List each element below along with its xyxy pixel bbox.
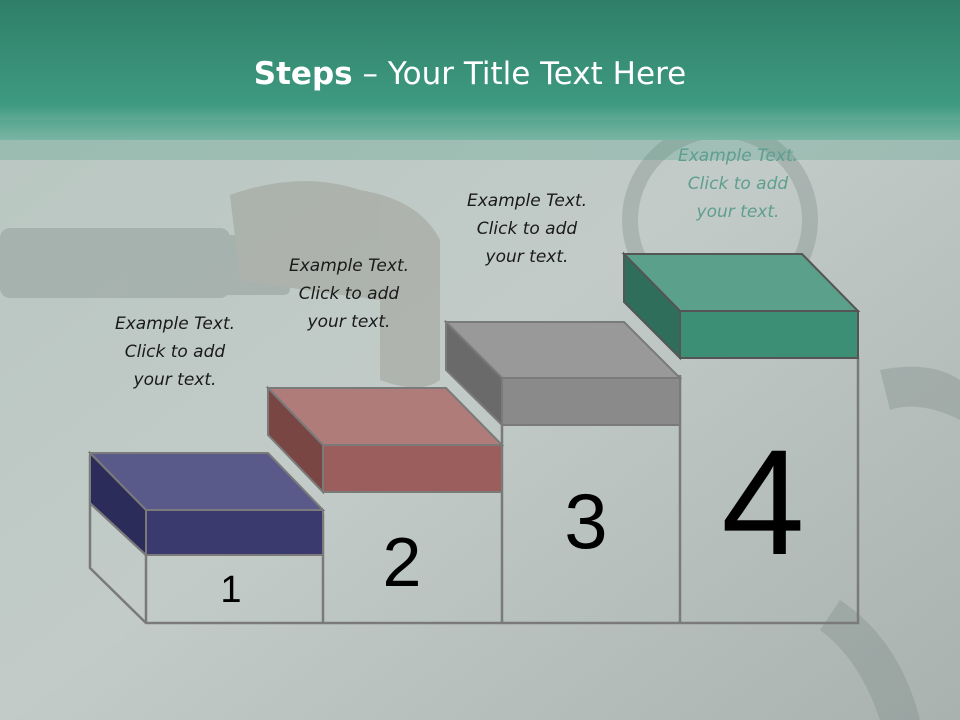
title-dash: –: [352, 56, 388, 92]
caption-line: Click to add: [124, 342, 226, 362]
step-block-1: [87, 450, 326, 558]
caption-line: your text.: [485, 247, 569, 267]
header-band: [0, 0, 960, 140]
step-1-caption[interactable]: Example Text. Click to add your text.: [85, 310, 265, 394]
step-3-caption[interactable]: Example Text. Click to add your text.: [437, 187, 617, 271]
title-bold: Steps: [253, 56, 353, 92]
caption-line: your text.: [307, 312, 391, 332]
caption-line: Click to add: [476, 219, 578, 239]
caption-line: Example Text.: [288, 256, 410, 276]
caption-line: Example Text.: [114, 314, 236, 334]
caption-line: Example Text.: [466, 191, 588, 211]
step-block-3: [443, 319, 683, 428]
step-4-caption[interactable]: Example Text. Click to add your text.: [648, 142, 828, 226]
step-block-4: [621, 251, 861, 361]
step-4-number: 4: [721, 418, 805, 586]
step-2-caption[interactable]: Example Text. Click to add your text.: [259, 252, 439, 336]
caption-line: Click to add: [687, 174, 789, 194]
caption-line: Example Text.: [677, 146, 799, 166]
caption-line: your text.: [696, 202, 780, 222]
caption-line: Click to add: [298, 284, 400, 304]
photo-nozzle: [0, 122, 960, 720]
page-title: Steps – Your Title Text Here: [0, 56, 940, 92]
step-2-number: 2: [382, 523, 422, 601]
title-rest: Your Title Text Here: [387, 56, 687, 92]
step-3-number: 3: [564, 477, 608, 565]
step-block-2: [265, 385, 505, 495]
caption-line: your text.: [133, 370, 217, 390]
step-1-number: 1: [220, 569, 242, 611]
